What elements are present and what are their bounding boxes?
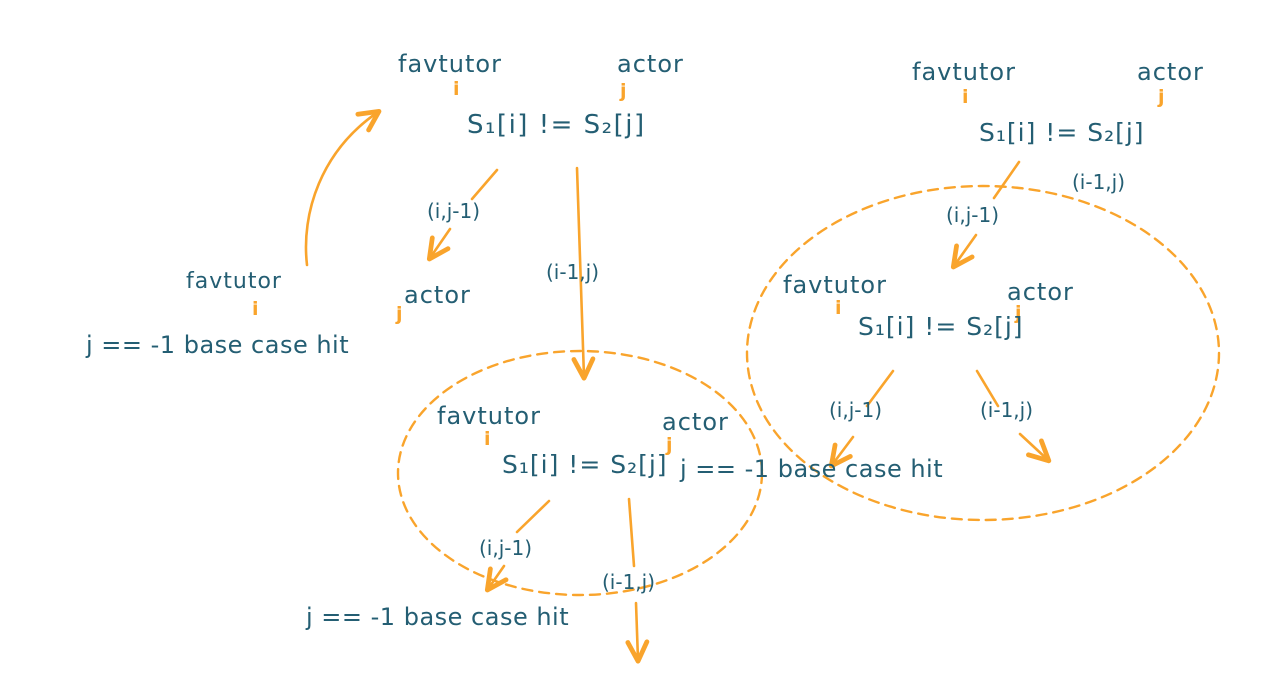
righttop-node-i-pointer: i (962, 86, 969, 108)
right-base-case-text: j == -1 base case hit (680, 455, 944, 483)
righttop-node-string1: favtutor (912, 58, 1016, 86)
righttop-node-string2: actor (1137, 58, 1204, 86)
left-base-case-text: j == -1 base case hit (86, 331, 350, 359)
righttop-node-left-branch-label: (i,j-1) (946, 203, 1000, 227)
top-node-j-pointer: j (620, 80, 627, 102)
center-node-string2: actor (662, 408, 729, 436)
arrow-rightinner-left-seg2 (828, 435, 855, 469)
top-node-string1: favtutor (398, 50, 502, 78)
arrow-top-left-seg1 (470, 168, 499, 201)
arrow-righttop-seg2 (950, 233, 978, 270)
arrow-rightinner-left-seg1 (865, 369, 895, 408)
arrow-rightinner-right-seg2 (1018, 432, 1052, 464)
center-node-i-pointer: i (484, 428, 491, 450)
mid-node-j-pointer: j (396, 303, 403, 325)
arrow-center-right-seg1 (627, 497, 636, 568)
righttop-node-right-branch-label: (i-1,j) (1072, 170, 1126, 194)
rightinner-node-string2: actor (1007, 278, 1074, 306)
arrow-rightinner-right-seg1 (975, 369, 1000, 408)
rightinner-node-i-pointer: i (835, 297, 842, 319)
center-node-j-pointer: j (666, 434, 673, 456)
left-node-string1: favtutor (186, 269, 282, 294)
arrow-top-left-seg2 (426, 227, 452, 262)
top-node-left-branch-label: (i,j-1) (427, 199, 481, 223)
center-base-case-text: j == -1 base case hit (306, 603, 570, 631)
top-node-condition: S₁[i] != S₂[j] (467, 110, 646, 140)
center-node-left-branch-label: (i,j-1) (479, 536, 533, 560)
left-node-i-pointer: i (252, 298, 259, 320)
top-node-i-pointer: i (453, 78, 460, 100)
rightinner-node-condition: S₁[i] != S₂[j] (858, 312, 1024, 341)
right-group-ellipse (745, 184, 1221, 522)
rightinner-node-j-pointer: j (1015, 302, 1022, 324)
arrow-center-left-seg1 (515, 499, 551, 534)
rightinner-node-left-branch-label: (i,j-1) (829, 398, 883, 422)
rightinner-node-right-branch-label: (i-1,j) (980, 398, 1034, 422)
mid-node-string2: actor (404, 281, 471, 309)
center-node-string1: favtutor (437, 402, 541, 430)
righttop-node-j-pointer: j (1158, 86, 1165, 108)
arrow-top-right-long (571, 166, 596, 381)
center-group-ellipse (396, 349, 764, 597)
righttop-node-condition: S₁[i] != S₂[j] (979, 118, 1145, 147)
arrow-center-right-seg2 (625, 601, 650, 664)
arrow-righttop-seg1 (992, 160, 1021, 200)
rightinner-node-string1: favtutor (783, 271, 887, 299)
center-node-right-branch-label: (i-1,j) (602, 570, 656, 594)
arrow-left-to-top (304, 108, 382, 267)
arrow-center-left-seg2 (484, 564, 509, 593)
center-node-condition: S₁[i] != S₂[j] (502, 450, 668, 479)
top-node-right-branch-label: (i-1,j) (546, 260, 600, 284)
top-node-string2: actor (617, 50, 684, 78)
